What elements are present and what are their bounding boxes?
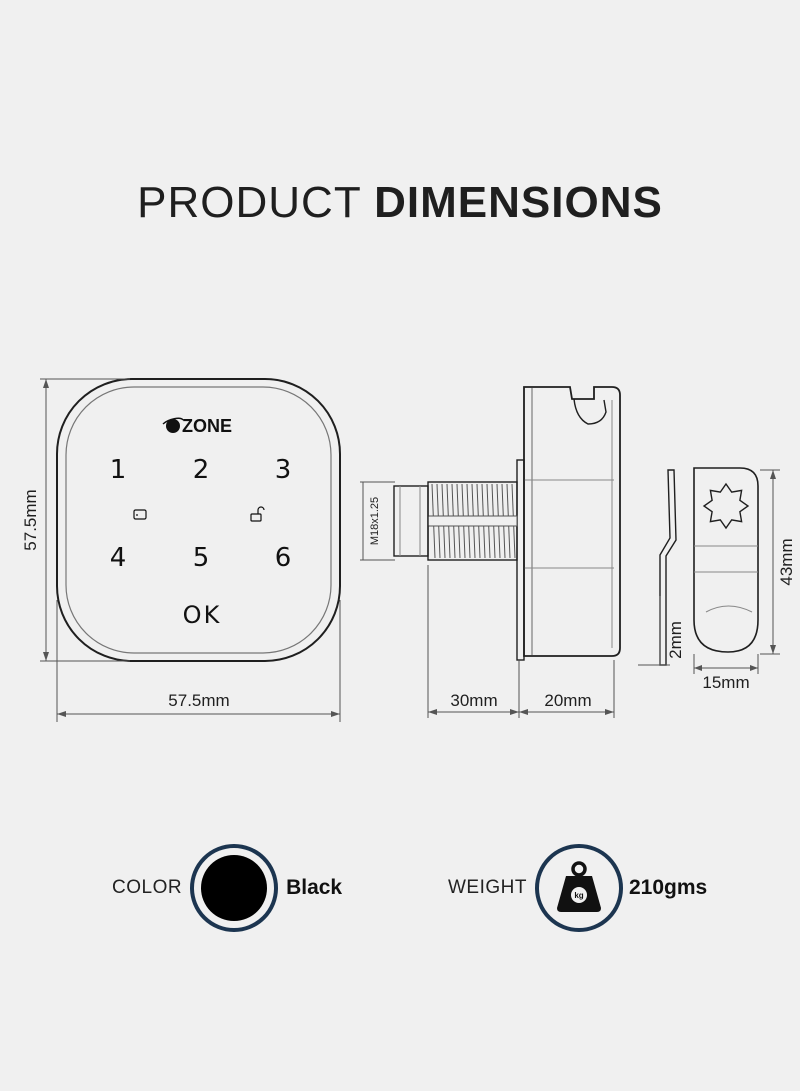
title-bold: DIMENSIONS — [374, 178, 663, 227]
kg-text: kg — [574, 891, 583, 900]
cam-width-dimension: 15mm — [693, 654, 759, 692]
key-5: 5 — [193, 543, 210, 573]
cam-width-label: 15mm — [702, 673, 749, 692]
body-depth-label: 20mm — [544, 691, 591, 710]
weight-value: 210gms — [629, 876, 708, 899]
cam-length-label: 43mm — [777, 538, 796, 585]
ozone-logo: ZONE — [162, 416, 232, 436]
thread-dimension: M18x1.25 — [360, 481, 395, 561]
color-label: COLOR — [112, 877, 183, 898]
cam-thickness-dimension: 2mm — [638, 596, 685, 666]
key-6: 6 — [275, 543, 292, 573]
weight-label: WEIGHT — [448, 877, 527, 898]
brand-label: ZONE — [182, 416, 232, 436]
weight-icon: kg — [535, 844, 623, 932]
title-light: PRODUCT — [137, 178, 361, 227]
thread-label: M18x1.25 — [369, 497, 381, 545]
card-icon — [133, 509, 147, 520]
cam-front-view — [693, 467, 759, 653]
lock-side-view — [393, 386, 621, 661]
cam-thickness-label: 2mm — [666, 621, 685, 659]
cam-length-dimension: 43mm — [760, 469, 796, 655]
front-height-label: 57.5mm — [21, 489, 40, 550]
key-4: 4 — [110, 543, 127, 573]
key-3: 3 — [275, 455, 292, 485]
front-width-label: 57.5mm — [168, 691, 229, 710]
shaft-length-label: 30mm — [450, 691, 497, 710]
front-height-dimension: 57.5mm — [21, 378, 130, 662]
color-swatch — [190, 844, 279, 932]
keypad-front-view: ZONE 1 2 3 4 5 6 OK — [56, 378, 341, 662]
color-value: Black — [286, 876, 343, 899]
key-2: 2 — [193, 455, 210, 485]
weight-spec: WEIGHT kg 210gms — [448, 844, 708, 932]
key-ok: OK — [183, 601, 222, 629]
front-width-dimension: 57.5mm — [56, 600, 341, 722]
star-socket-icon — [702, 482, 750, 530]
unlock-icon — [250, 506, 265, 522]
key-1: 1 — [110, 455, 127, 485]
page-title: PRODUCT DIMENSIONS — [0, 178, 800, 228]
color-spec: COLOR Black — [112, 844, 343, 932]
depth-dimensions: 30mm 20mm — [427, 565, 615, 718]
